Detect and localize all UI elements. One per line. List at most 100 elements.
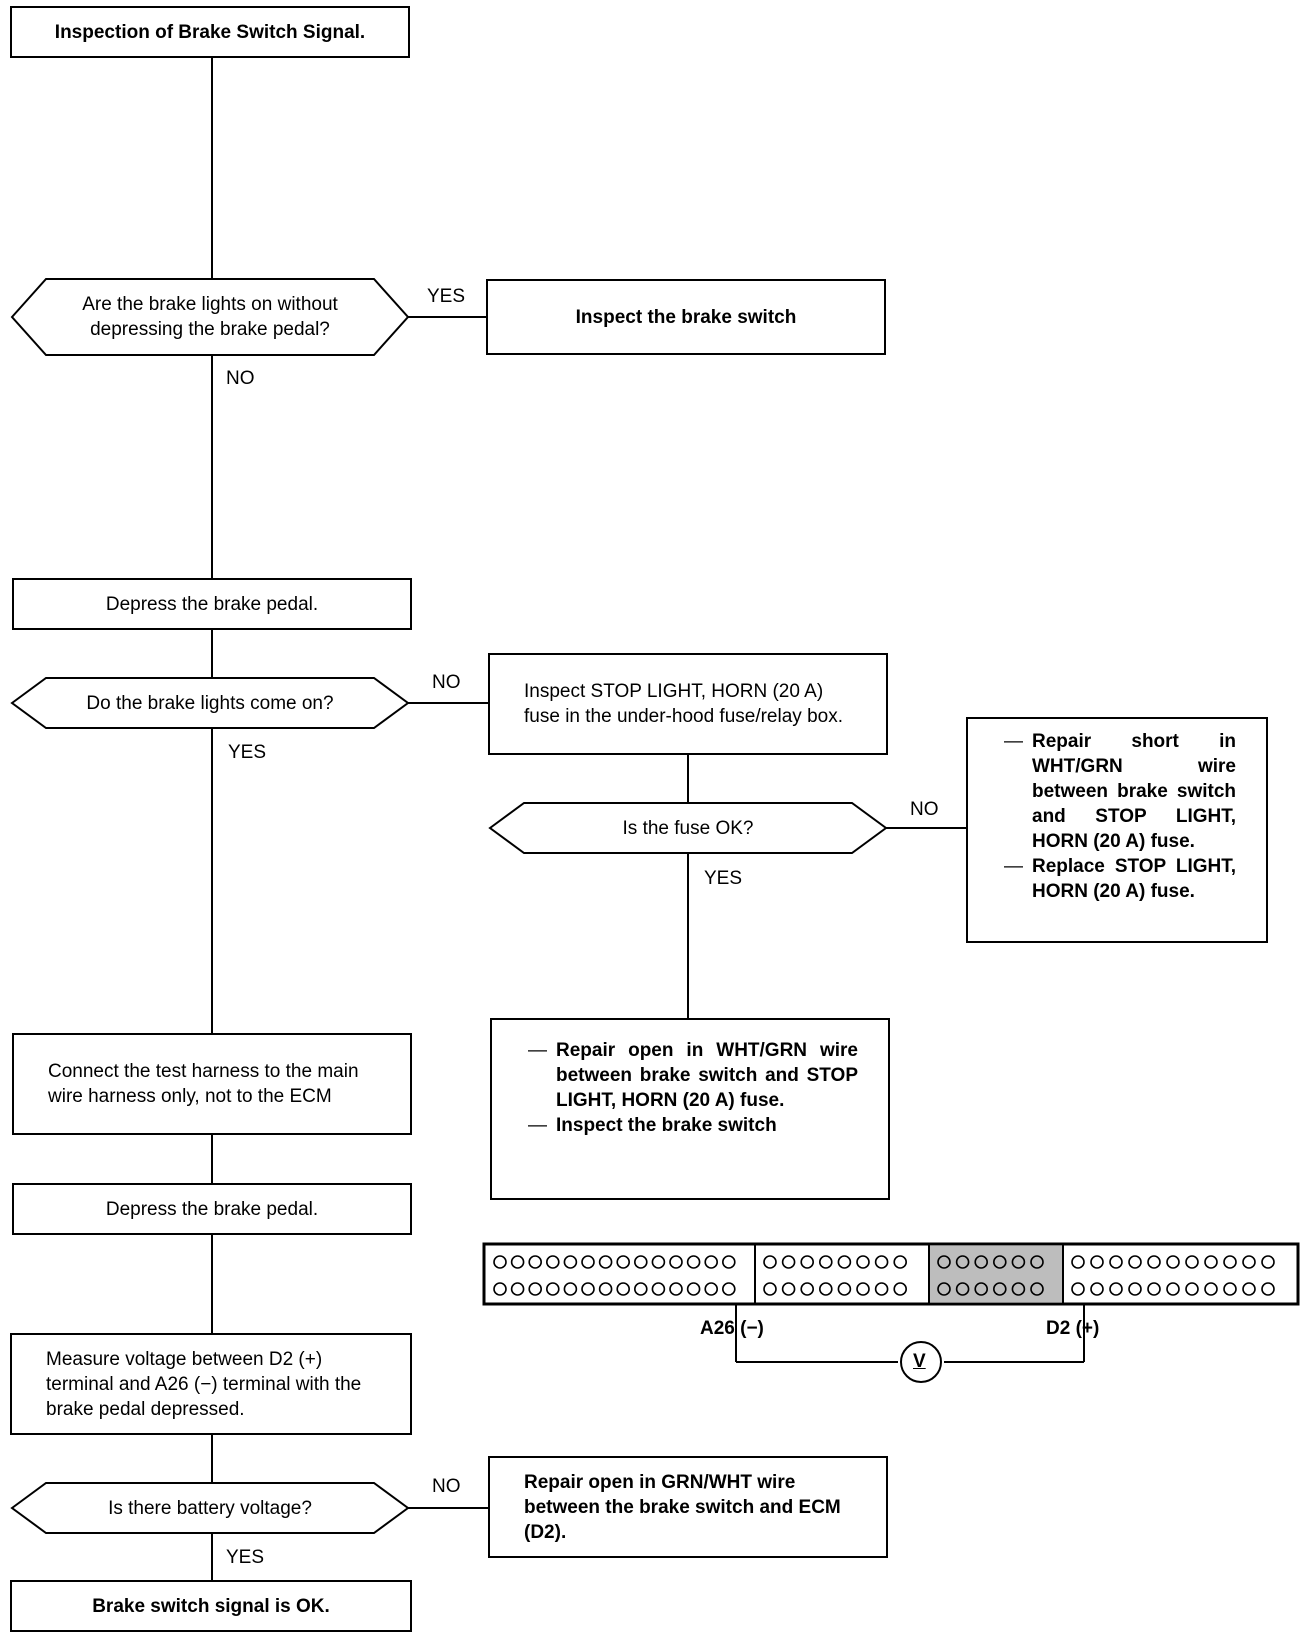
connector-pin (1242, 1282, 1256, 1296)
connector-pin (856, 1282, 870, 1296)
measure-voltage-text: Measure voltage between D2 (+) terminal … (46, 1348, 362, 1420)
connector-pin (1185, 1282, 1199, 1296)
depress-pedal-box-1: Depress the brake pedal. (12, 578, 412, 630)
connector-pin (1147, 1282, 1161, 1296)
connector-pin (893, 1282, 908, 1296)
connector-pin (955, 1282, 970, 1296)
connector-pin (1030, 1255, 1044, 1269)
connector-pin (1109, 1255, 1123, 1269)
connector-pin (1147, 1255, 1161, 1269)
decision-lights-without-text: Are the brake lights on without depressi… (82, 294, 338, 340)
connector-pin (893, 1255, 908, 1269)
connector-pin (1071, 1282, 1085, 1296)
connector-pin (1128, 1282, 1142, 1296)
inspect-switch-box: Inspect the brake switch (486, 279, 886, 355)
connector-pin (510, 1282, 525, 1296)
connector-pin (598, 1282, 613, 1296)
end-box: Brake switch signal is OK. (10, 1580, 412, 1632)
label-no-3: NO (910, 799, 939, 820)
decision-battery: Is there battery voltage? (46, 1483, 374, 1533)
pin-a26-label: A26 (−) (700, 1318, 764, 1339)
connector-pin (1128, 1255, 1142, 1269)
decision-shapes (10, 278, 888, 1534)
label-yes-2: YES (228, 742, 267, 763)
repair-short-item: Repair short in WHT/GRN wire between bra… (1004, 729, 1236, 854)
connector-pin (1261, 1255, 1275, 1269)
decision-lights-without-diamond (10, 278, 410, 356)
connector-pin (686, 1282, 701, 1296)
connector-pin (1030, 1282, 1044, 1296)
connector-pin (704, 1282, 719, 1296)
connector-pin (1071, 1255, 1085, 1269)
label-yes-4: YES (226, 1547, 265, 1568)
connector-pin (1090, 1282, 1104, 1296)
connect-harness-text: Connect the test harness to the main wir… (48, 1061, 359, 1107)
connector-pin (874, 1282, 889, 1296)
decision-lights-come-on-text: Do the brake lights come on? (86, 692, 334, 714)
connector-pin (1166, 1282, 1180, 1296)
connector-pin (837, 1255, 852, 1269)
inspect-fuse-box: Inspect STOP LIGHT, HORN (20 A) fuse in … (488, 653, 888, 755)
connector-pin (1109, 1282, 1123, 1296)
repair-open-ecm-text: Repair open in GRN/WHT wire between the … (524, 1471, 841, 1543)
connector-pin (528, 1282, 543, 1296)
connector-pin (704, 1255, 719, 1269)
decision-lights-come-on: Do the brake lights come on? (46, 678, 374, 728)
inspect-switch-item: Inspect the brake switch (528, 1113, 858, 1138)
connector-pin (818, 1255, 833, 1269)
connector-pin (992, 1255, 1007, 1269)
connect-harness-box: Connect the test harness to the main wir… (12, 1033, 412, 1135)
repair-open-fuse-box: Repair open in WHT/GRN wire between brak… (490, 1018, 890, 1200)
connector-pin (1204, 1282, 1218, 1296)
connector-pin (616, 1282, 631, 1296)
connector-pin (510, 1255, 525, 1269)
decision-lights-come-on-diamond (10, 677, 410, 729)
connector-pin (800, 1255, 815, 1269)
decision-lights-without: Are the brake lights on without depressi… (46, 279, 374, 355)
connector-pin (686, 1255, 701, 1269)
flow-lines (211, 56, 1085, 1580)
label-no-2: NO (432, 672, 461, 693)
repair-open-ecm-box: Repair open in GRN/WHT wire between the … (488, 1456, 888, 1558)
connector-pin (800, 1282, 815, 1296)
repair-open-fuse-item: Repair open in WHT/GRN wire between brak… (528, 1038, 858, 1113)
decision-fuse-ok-text: Is the fuse OK? (622, 817, 754, 839)
inspect-switch-text: Inspect the brake switch (575, 306, 797, 328)
connector-pin (721, 1282, 736, 1296)
connector-pin (781, 1282, 796, 1296)
decision-battery-text: Is there battery voltage? (108, 1497, 312, 1519)
connector-pin (1223, 1255, 1237, 1269)
label-no-4: NO (432, 1476, 461, 1497)
label-no-1: NO (226, 368, 255, 389)
connector-pin (545, 1255, 560, 1269)
connector-pin (581, 1282, 595, 1296)
end-text: Brake switch signal is OK. (92, 1595, 330, 1617)
connector-pin (1242, 1255, 1256, 1269)
connector-pin (874, 1255, 889, 1269)
connector-pin (937, 1282, 951, 1296)
measure-voltage-box: Measure voltage between D2 (+) terminal … (10, 1333, 412, 1435)
repair-open-fuse-list: Repair open in WHT/GRN wire between brak… (528, 1038, 858, 1138)
connector-block (482, 1242, 1300, 1383)
connector-pin (669, 1282, 683, 1296)
connector-pin (616, 1255, 631, 1269)
connector-pin (1011, 1255, 1026, 1269)
connector-pin (1223, 1282, 1237, 1296)
connector-pin (598, 1255, 613, 1269)
connector-pin (1261, 1282, 1275, 1296)
replace-fuse-item: Replace STOP LIGHT, HORN (20 A) fuse. (1004, 854, 1236, 904)
depress-pedal-box-2: Depress the brake pedal. (12, 1183, 412, 1235)
decision-battery-diamond (10, 1482, 410, 1534)
connector-pin (493, 1255, 507, 1269)
connector-pin (669, 1255, 683, 1269)
decision-fuse-ok-diamond (488, 802, 888, 854)
connector-pin (1090, 1255, 1104, 1269)
connector-pin (633, 1282, 648, 1296)
repair-short-list: Repair short in WHT/GRN wire between bra… (1004, 729, 1236, 904)
connector-pin (1166, 1255, 1180, 1269)
decision-fuse-ok: Is the fuse OK? (524, 803, 852, 853)
connector-pin (651, 1255, 666, 1269)
connector-pin (721, 1255, 736, 1269)
connector-pin (581, 1255, 595, 1269)
